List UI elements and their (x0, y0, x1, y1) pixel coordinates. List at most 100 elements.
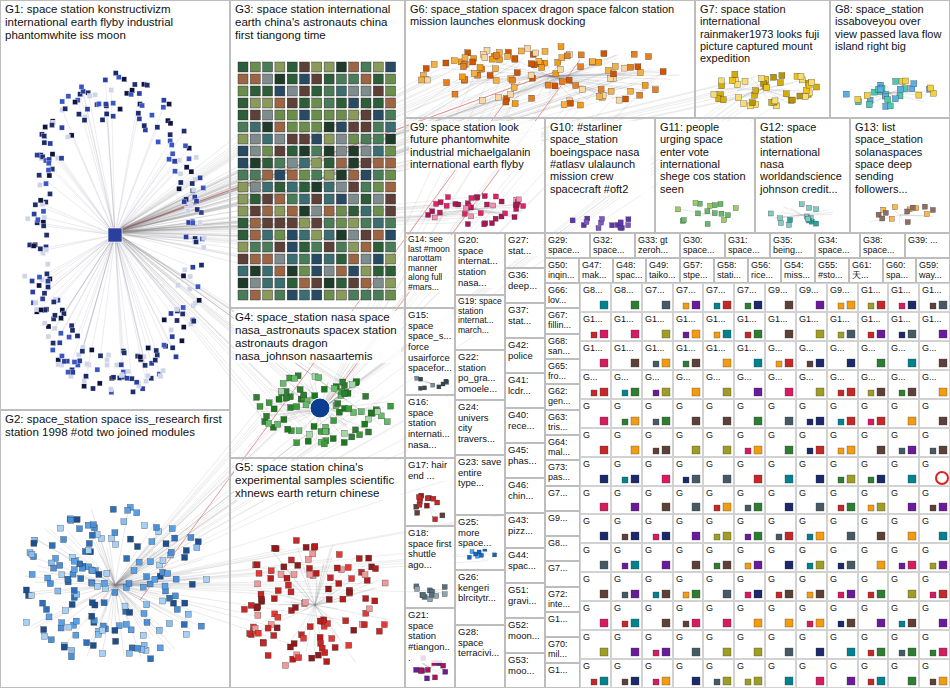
vertex-icon (386, 62, 396, 72)
vertex-icon (59, 125, 64, 130)
tie-line (893, 210, 900, 215)
vertex-icon (74, 517, 80, 523)
vertex-icon (128, 536, 134, 542)
vertex-icon (628, 88, 634, 94)
vertex-icon (188, 535, 194, 541)
vertex-icon (174, 307, 179, 312)
tie-line (425, 382, 431, 383)
vertex-icon (388, 403, 394, 409)
vertex-icon (312, 122, 322, 132)
vertex-icon (72, 360, 77, 365)
vertex-icon (100, 117, 105, 122)
vertex-icon (631, 417, 639, 425)
vertex-icon (126, 581, 132, 587)
vertex-icon (300, 98, 310, 108)
vertex-icon (493, 52, 499, 58)
vertex-icon (533, 50, 539, 56)
vertex-icon (321, 386, 327, 392)
tie-line (115, 161, 175, 235)
tie-line (762, 89, 789, 103)
tie-line (115, 585, 188, 623)
vertex-icon (71, 587, 77, 593)
vertex-icon (382, 580, 388, 586)
vertex-icon (487, 72, 493, 78)
tie-line (115, 235, 132, 379)
tie-line (115, 235, 194, 321)
vertex-icon (349, 62, 359, 72)
vertex-icon (263, 182, 273, 192)
vertex-icon (287, 134, 297, 144)
vertex-icon (271, 406, 277, 412)
vertex-icon (300, 134, 310, 144)
vertex-icon (71, 558, 77, 564)
vertex-icon (512, 101, 518, 107)
vertex-icon (250, 254, 260, 264)
vertex-icon (198, 175, 203, 180)
vertex-icon (423, 386, 427, 390)
tie-line (115, 548, 448, 585)
vertex-icon (642, 82, 648, 88)
vertex-icon (425, 496, 430, 501)
vertex-icon (386, 74, 396, 84)
vertex-icon (324, 659, 330, 665)
vertex-icon (169, 311, 174, 316)
tie-line (115, 585, 161, 607)
vertex-icon (35, 153, 40, 158)
vertex-icon (475, 195, 480, 200)
vertex-icon (336, 62, 346, 72)
vertex-icon (736, 95, 742, 101)
vertex-icon (750, 100, 756, 106)
vertex-icon (87, 94, 92, 99)
vertex-icon (336, 122, 346, 132)
vertex-icon (361, 206, 371, 216)
vertex-icon (275, 278, 285, 288)
vertex-icon (804, 87, 810, 93)
vertex-icon (173, 576, 179, 582)
vertex-icon (178, 180, 183, 185)
tie-line (115, 63, 609, 233)
vertex-icon (250, 134, 260, 144)
tie-line (900, 215, 927, 217)
vertex-icon (745, 332, 751, 338)
vertex-icon (176, 283, 181, 288)
vertex-icon (712, 211, 717, 216)
vertex-icon (263, 206, 273, 216)
vertex-icon (82, 118, 87, 123)
tie-line (115, 585, 275, 627)
vertex-icon (838, 332, 844, 338)
vertex-icon (329, 636, 335, 642)
vertex-icon (100, 651, 106, 657)
tie-line (115, 98, 332, 232)
vertex-icon (361, 170, 371, 180)
vertex-icon (386, 182, 396, 192)
vertex-icon (111, 101, 116, 106)
vertex-icon (910, 205, 915, 210)
tie-line (68, 537, 115, 585)
vertex-icon (745, 303, 751, 309)
vertex-icon (366, 606, 372, 612)
vertex-icon (283, 662, 289, 668)
vertex-icon (349, 278, 359, 288)
vertex-icon (250, 122, 260, 132)
tie-line (93, 526, 115, 585)
vertex-icon (324, 218, 334, 228)
vertex-icon (482, 194, 487, 199)
vertex-icon (60, 99, 65, 104)
tie-line (504, 76, 550, 99)
vertex-icon (939, 359, 947, 367)
tie-line (475, 209, 514, 216)
vertex-icon (361, 278, 371, 288)
vertex-icon (324, 194, 334, 204)
vertex-icon (86, 547, 92, 553)
vertex-icon (294, 440, 300, 446)
vertex-icon (42, 134, 47, 139)
vertex-icon (238, 134, 248, 144)
vertex-icon (676, 207, 681, 212)
vertex-icon (785, 359, 793, 367)
vertex-icon (708, 203, 713, 208)
vertex-icon (346, 589, 352, 595)
vertex-icon (90, 643, 96, 649)
vertex-icon (263, 230, 273, 240)
vertex-icon (288, 405, 294, 411)
vertex-icon (414, 667, 419, 672)
